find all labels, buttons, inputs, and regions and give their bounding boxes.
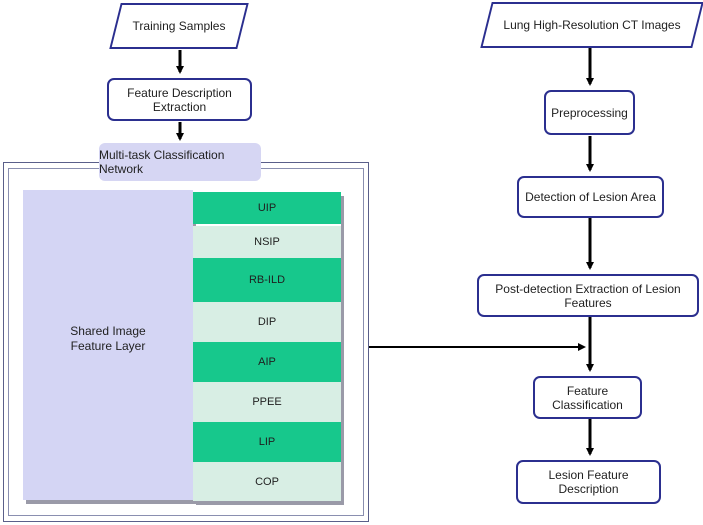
class-item: LIP (193, 422, 341, 462)
preprocessing-node: Preprocessing (544, 90, 635, 135)
network-title: Multi-task Classification Network (99, 143, 261, 181)
ct-images-label: Lung High-Resolution CT Images (503, 18, 681, 32)
post-detection-node: Post-detection Extraction of Lesion Feat… (477, 274, 699, 317)
post-detection-label: Post-detection Extraction of Lesion Feat… (495, 281, 681, 310)
lesion-description-node: Lesion Feature Description (516, 460, 661, 504)
lesion-description-label: Lesion Feature Description (548, 468, 629, 496)
detection-node: Detection of Lesion Area (517, 176, 664, 218)
class-item: DIP (193, 302, 341, 342)
training-samples-label: Training Samples (132, 19, 226, 33)
class-item: UIP (193, 192, 341, 224)
class-item: NSIP (193, 226, 341, 258)
class-item: COP (193, 462, 341, 501)
detection-label: Detection of Lesion Area (525, 190, 656, 204)
class-item: RB-ILD (193, 258, 341, 302)
feature-classification-node: Feature Classification (533, 376, 642, 419)
feature-description-extraction-label: Feature Description Extraction (127, 85, 232, 114)
feature-description-extraction-node: Feature Description Extraction (107, 78, 252, 121)
ct-images-node: Lung High-Resolution CT Images (480, 2, 703, 48)
classification-column: UIP NSIP RB-ILD DIP AIP PPEE LIP COP (193, 192, 341, 501)
class-item: AIP (193, 342, 341, 382)
shared-feature-layer: Shared Image Feature Layer (23, 190, 193, 500)
feature-classification-label: Feature Classification (552, 383, 623, 412)
shared-feature-layer-label: Shared Image Feature Layer (70, 324, 146, 353)
preprocessing-label: Preprocessing (551, 105, 628, 120)
training-samples-node: Training Samples (109, 3, 249, 49)
class-item: PPEE (193, 382, 341, 422)
